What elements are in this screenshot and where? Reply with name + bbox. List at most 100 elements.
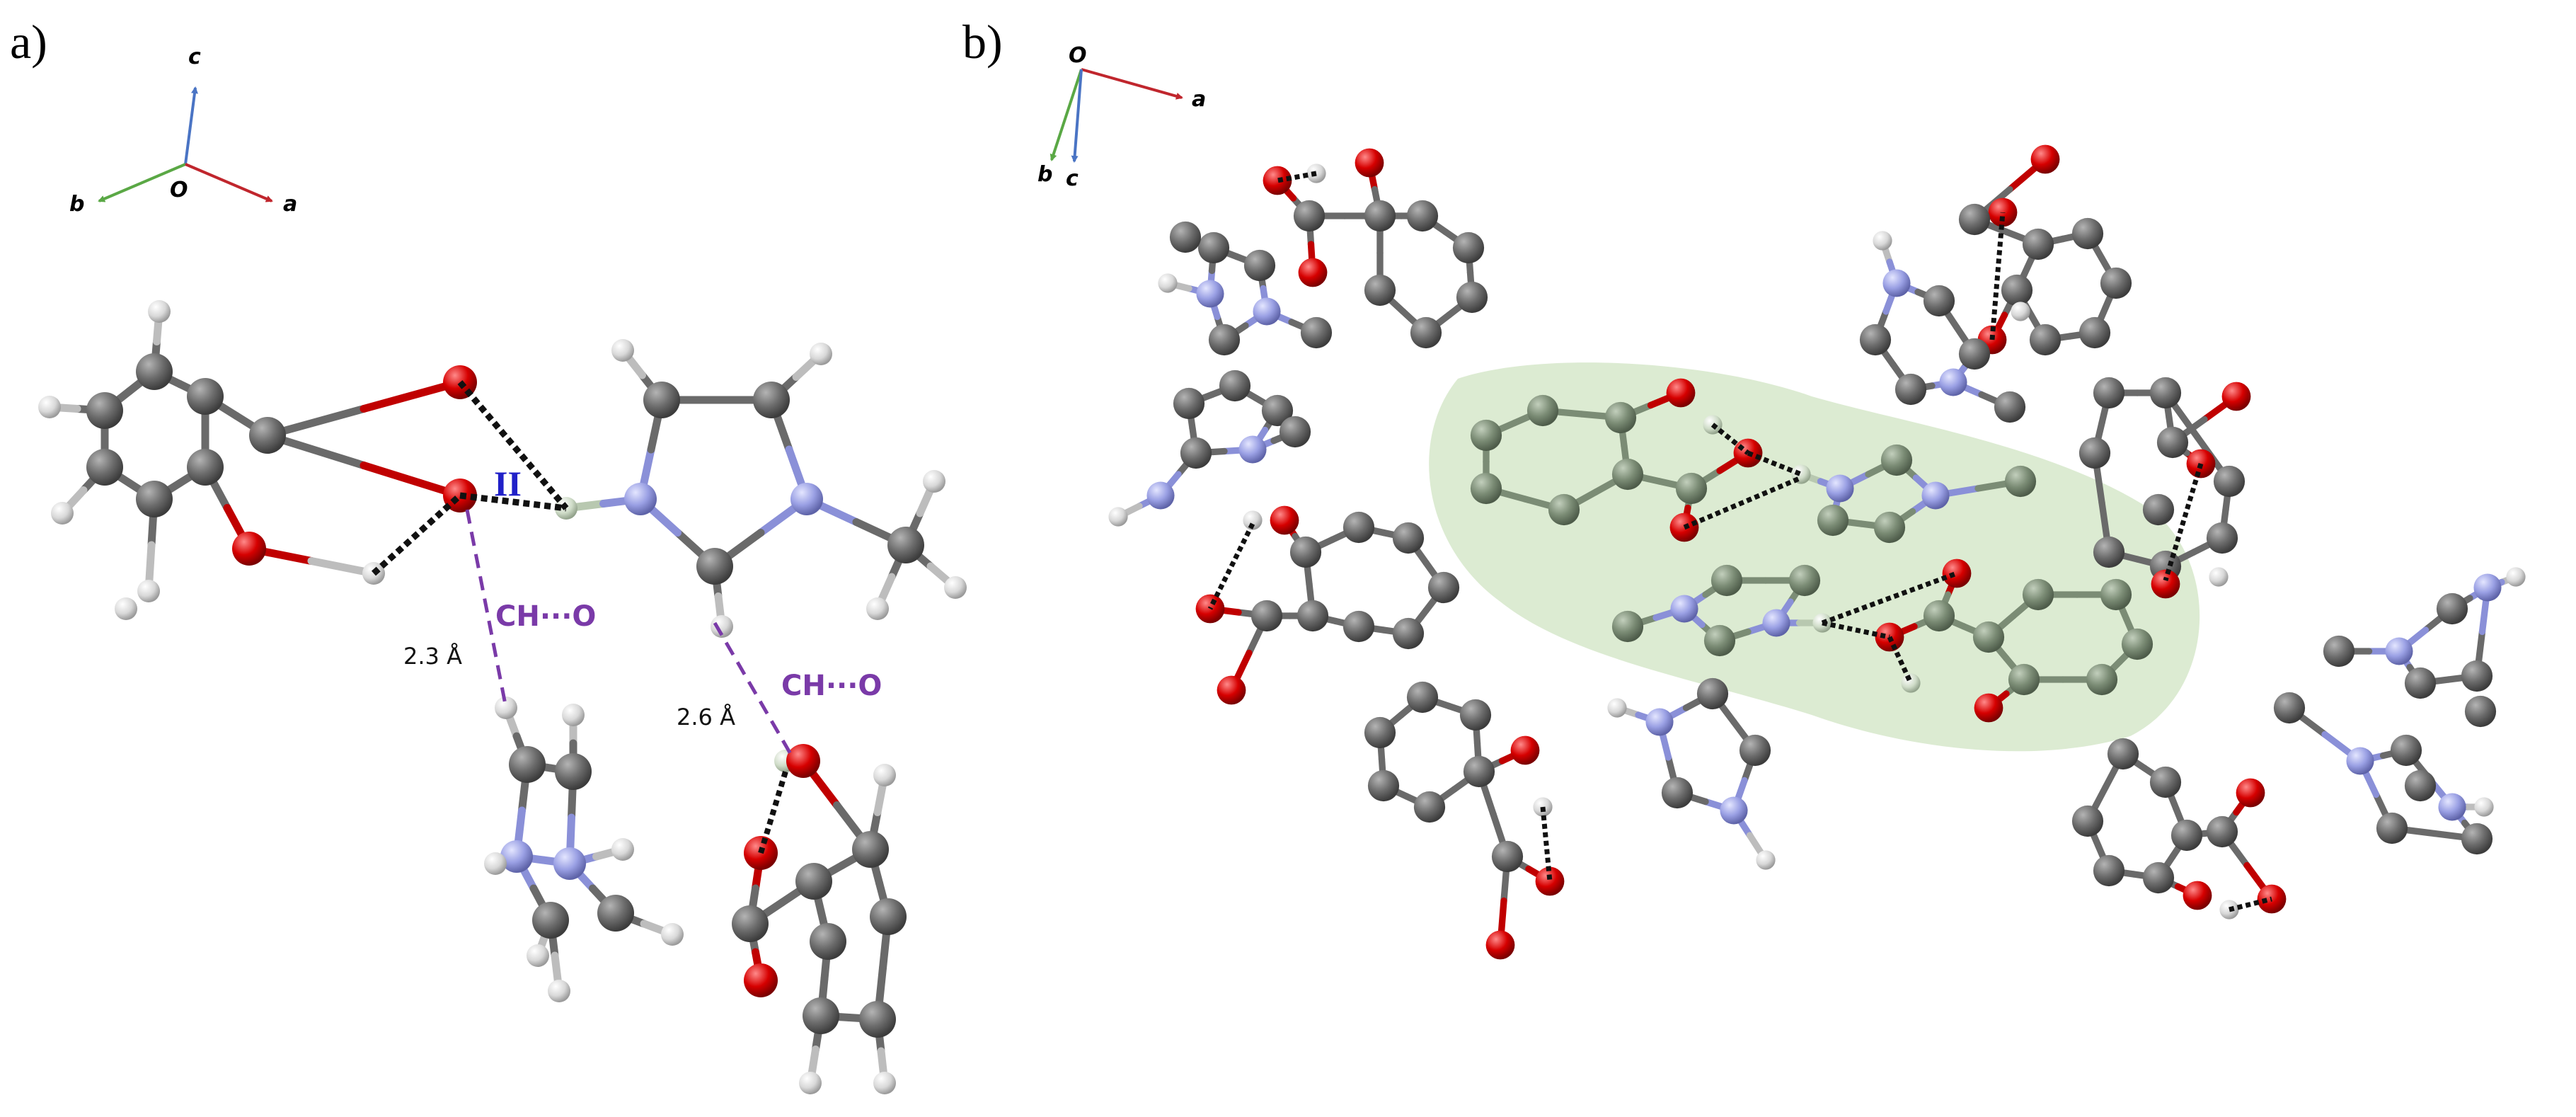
carbon-atom [859, 1001, 896, 1038]
panel-a-molecules [38, 300, 967, 1094]
hydrogen-atom [2506, 567, 2526, 587]
carbon-atom [2464, 695, 2497, 728]
nitrogen-atom [500, 840, 533, 873]
hydrogen-bond [459, 492, 567, 512]
hydrogen-bond [1822, 620, 1890, 640]
methylimidazolium-b1 [1158, 221, 1333, 356]
oxygen-atom [1666, 378, 1696, 408]
hydrogen-atom [1108, 507, 1128, 527]
carbon-atom [1994, 391, 2026, 423]
nitrogen-atom [2385, 637, 2413, 665]
oxygen-atom [2221, 382, 2251, 411]
carbon-atom [1873, 511, 1906, 544]
axis-c-label: c [188, 45, 201, 69]
axis-b-label: b [1037, 162, 1052, 187]
carbon-atom [1739, 734, 1771, 767]
carbon-atom [1173, 387, 1205, 420]
carbon-atom [1548, 493, 1580, 526]
salicylic-acid-b2 [1958, 144, 2132, 356]
highlighted-imidazolium-1 [1791, 444, 2037, 544]
hydrogen-bond [371, 493, 463, 576]
carbon-atom [187, 378, 224, 415]
carbon-atom [2004, 465, 2037, 498]
oxygen-atom [1485, 930, 1515, 960]
carbon-atom [2093, 377, 2125, 409]
carbon-atom [803, 997, 839, 1034]
hydrogen-atom [38, 396, 61, 418]
hydrogen-atom [2011, 302, 2030, 321]
carbon-atom [2001, 274, 2033, 307]
ch-o-contact-line [713, 621, 795, 759]
methylimidazolium-b4 [2323, 567, 2526, 728]
hydrogen-bond [1989, 212, 2006, 340]
hydrogen-bond [457, 380, 569, 510]
hydrogen-atom [1607, 698, 1627, 718]
axis-c-arrow [1071, 69, 1083, 163]
nitrogen-atom [1196, 280, 1224, 308]
carbon-atom [696, 548, 733, 585]
hydrogen-atom [115, 597, 137, 620]
carbon-atom [1342, 511, 1375, 544]
nitrogen-atom [1670, 595, 1698, 623]
axis-c-arrow [184, 86, 198, 165]
axis-b-arrow [1050, 69, 1083, 161]
carbon-atom [1470, 472, 1502, 505]
carbon-atom [1696, 677, 1729, 710]
carbon-atom [1958, 338, 1991, 370]
carbon-atom [1491, 840, 1524, 873]
carbon-atom [2071, 217, 2104, 250]
hydrogen-atom [799, 1072, 822, 1094]
carbon-atom [1169, 221, 1202, 253]
nitrogen-atom [1826, 474, 1854, 503]
nitrogen-atom [1720, 796, 1748, 825]
nitrogen-atom [790, 483, 823, 515]
hydrogen-atom [611, 339, 634, 362]
carbon-atom [1894, 373, 1927, 406]
nitrogen-atom [553, 847, 586, 880]
carbon-atom [1219, 370, 1251, 402]
carbon-atom [136, 353, 173, 390]
methylimidazolium-cation [555, 339, 967, 638]
carbon-atom [2142, 493, 2175, 526]
oxygen-atom [1510, 735, 1540, 765]
carbon-atom [136, 481, 173, 517]
carbon-atom [732, 905, 769, 942]
oxygen-atom [744, 963, 778, 997]
carbon-atom [1880, 444, 1913, 476]
hydrogen-atom [611, 838, 634, 861]
carbon-atom [1456, 281, 1488, 314]
carbon-atom [795, 863, 832, 900]
hydrogen-bond [1207, 522, 1255, 610]
carbon-atom [2078, 316, 2111, 349]
carbon-atom [1459, 699, 1492, 731]
carbon-atom [86, 449, 123, 486]
carbon-atom [1208, 323, 1241, 356]
oxygen-atom [1974, 693, 2003, 723]
hydrogen-atom [711, 615, 733, 638]
axis-b-label: b [69, 192, 84, 217]
hydrogen-bond [1710, 423, 1750, 455]
axis-origin-label: O [170, 178, 188, 202]
carbon-atom [1342, 610, 1375, 643]
carbon-atom [2022, 578, 2054, 611]
ch-o-contact-line [465, 509, 508, 709]
carbon-atom [1364, 274, 1396, 307]
axis-a-arrow [185, 163, 273, 202]
hydrogen-atom [661, 923, 684, 946]
carbon-atom [1392, 617, 1425, 650]
carbon-atom [187, 449, 224, 486]
carbon-atom [1261, 394, 1294, 427]
hydrogen-atom [810, 343, 832, 365]
carbon-atom [2029, 323, 2062, 356]
oxygen-atom [1942, 558, 1972, 588]
carbon-atom [1817, 504, 1849, 537]
carbon-atom [1180, 437, 1212, 469]
panel-b-molecules [1108, 144, 2526, 960]
hydrogen-atom [923, 470, 945, 493]
carbon-atom [2206, 522, 2238, 554]
axis-a-arrow [1081, 68, 1183, 100]
carbon-atom [555, 753, 592, 790]
hydrogen-atom [562, 704, 585, 726]
nitrogen-atom [1146, 481, 1175, 510]
